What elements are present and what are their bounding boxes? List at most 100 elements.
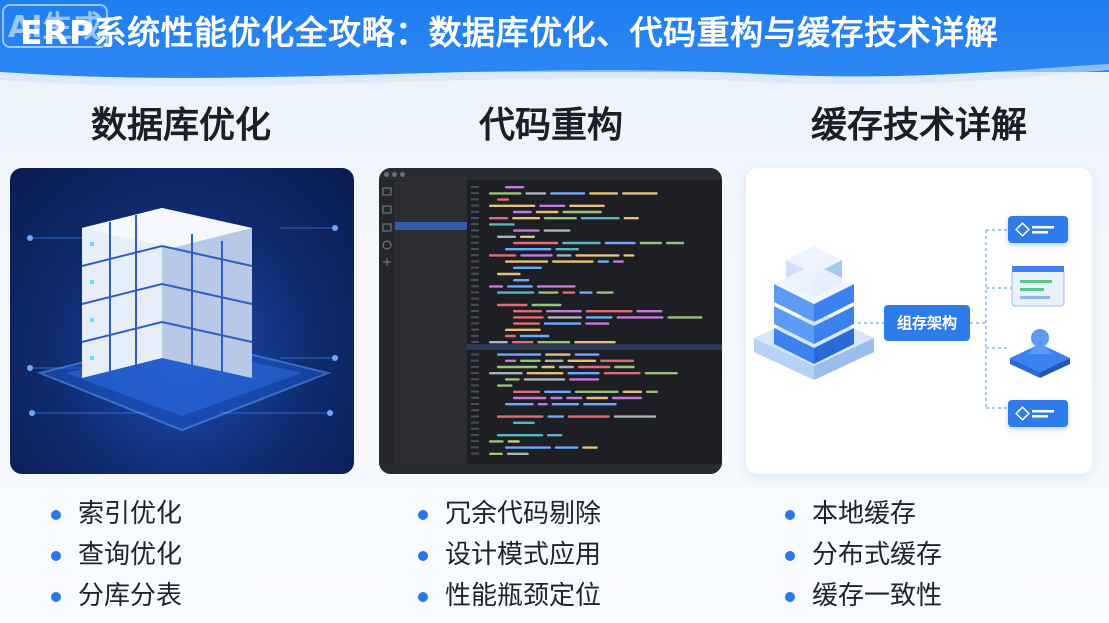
- cache-architecture-label: 组存架构: [884, 305, 970, 341]
- code-token: [513, 241, 559, 245]
- cache-bullet-list: 本地缓存 分布式缓存 缓存一致性: [785, 494, 942, 617]
- code-token: [567, 372, 600, 375]
- editor-explorer: [395, 180, 467, 474]
- code-token: [613, 260, 624, 263]
- line-number: [471, 427, 479, 430]
- list-item: 设计模式应用: [418, 535, 601, 576]
- cache-diagram-graphics: [754, 229, 1070, 409]
- code-token: [513, 390, 541, 393]
- code-token: [497, 353, 542, 356]
- code-token: [507, 440, 520, 443]
- line-number: [471, 372, 479, 374]
- code-token: [519, 235, 536, 238]
- editor-titlebar: [379, 168, 722, 180]
- header-wave-decoration: [0, 60, 1109, 86]
- line-number: [471, 248, 479, 250]
- code-token: [562, 291, 576, 294]
- bullet-dot: [418, 592, 428, 602]
- bullet-dot: [785, 510, 795, 520]
- line-number: [471, 384, 479, 387]
- line-number: [471, 241, 479, 244]
- code-token: [622, 390, 643, 393]
- line-number: [471, 266, 479, 269]
- code-token: [497, 384, 513, 387]
- page-title: ERP系统性能优化全攻略：数据库优化、代码重构与缓存技术详解: [20, 13, 999, 52]
- line-number: [471, 235, 479, 238]
- code-token: [511, 341, 534, 344]
- code-token: [567, 359, 597, 362]
- code-token: [497, 235, 516, 238]
- code-token: [574, 390, 619, 393]
- line-number: [471, 334, 479, 337]
- code-token: [489, 285, 504, 288]
- code-token: [497, 198, 509, 201]
- code-token: [562, 210, 602, 214]
- cache-architecture-diagram: 组存架构: [746, 168, 1092, 474]
- code-token: [497, 272, 521, 276]
- line-number: [471, 403, 479, 405]
- database-bullet-list: 索引优化 查询优化 分库分表: [51, 494, 182, 617]
- activity-icons: [382, 187, 392, 266]
- line-number: [471, 303, 479, 306]
- cache-node-bottom: [1008, 400, 1068, 427]
- line-number: [471, 272, 479, 275]
- code-token: [544, 390, 571, 393]
- code-token: [665, 241, 685, 245]
- code-token: [525, 192, 547, 195]
- code-token: [489, 192, 522, 195]
- line-number: [471, 279, 479, 281]
- code-token: [585, 322, 610, 325]
- explorer-selected-row: [395, 222, 467, 230]
- list-item: 缓存一致性: [785, 576, 942, 617]
- line-number: [471, 359, 479, 362]
- code-token: [589, 192, 619, 195]
- code-token: [543, 229, 571, 232]
- code-token: [489, 341, 508, 344]
- list-item: 索引优化: [51, 494, 182, 535]
- list-item: 查询优化: [51, 535, 182, 576]
- code-token: [550, 396, 563, 400]
- line-number: [471, 440, 479, 443]
- code-token: [513, 279, 530, 282]
- line-number: [471, 186, 479, 188]
- code-token: [538, 291, 559, 294]
- code-token: [562, 241, 601, 245]
- code-token: [505, 334, 516, 338]
- code-token: [505, 359, 517, 362]
- code-token: [543, 217, 577, 220]
- code-token: [537, 341, 571, 344]
- code-token: [646, 390, 658, 393]
- line-number: [471, 260, 479, 263]
- code-token: [667, 316, 703, 319]
- code-token: [513, 266, 542, 269]
- bullet-dot: [51, 510, 61, 520]
- code-token: [569, 378, 600, 381]
- line-number: [471, 365, 479, 368]
- code-token: [614, 365, 635, 369]
- code-token: [558, 365, 574, 369]
- editor-statusbar: [379, 464, 722, 474]
- code-token: [550, 192, 586, 195]
- code-token: [519, 334, 550, 338]
- line-number: [471, 409, 479, 412]
- code-token: [574, 341, 616, 344]
- code-token: [541, 365, 555, 369]
- line-number: [471, 223, 479, 226]
- column-title-database: 数据库优化: [90, 105, 271, 146]
- line-number: [471, 396, 479, 399]
- code-token: [567, 415, 610, 418]
- line-number: [471, 291, 479, 294]
- code-token: [586, 396, 609, 400]
- code-token: [555, 248, 580, 251]
- code-token: [489, 452, 503, 455]
- ai-watermark: AI生成: [2, 4, 108, 48]
- list-item: 性能瓶颈定位: [418, 576, 601, 617]
- code-token: [520, 359, 541, 362]
- code-token: [497, 434, 544, 437]
- line-number: [471, 217, 479, 219]
- list-item: 分布式缓存: [785, 535, 942, 576]
- code-token: [551, 403, 580, 406]
- code-token: [506, 452, 529, 455]
- bullet-dot: [785, 592, 795, 602]
- code-token: [513, 322, 540, 325]
